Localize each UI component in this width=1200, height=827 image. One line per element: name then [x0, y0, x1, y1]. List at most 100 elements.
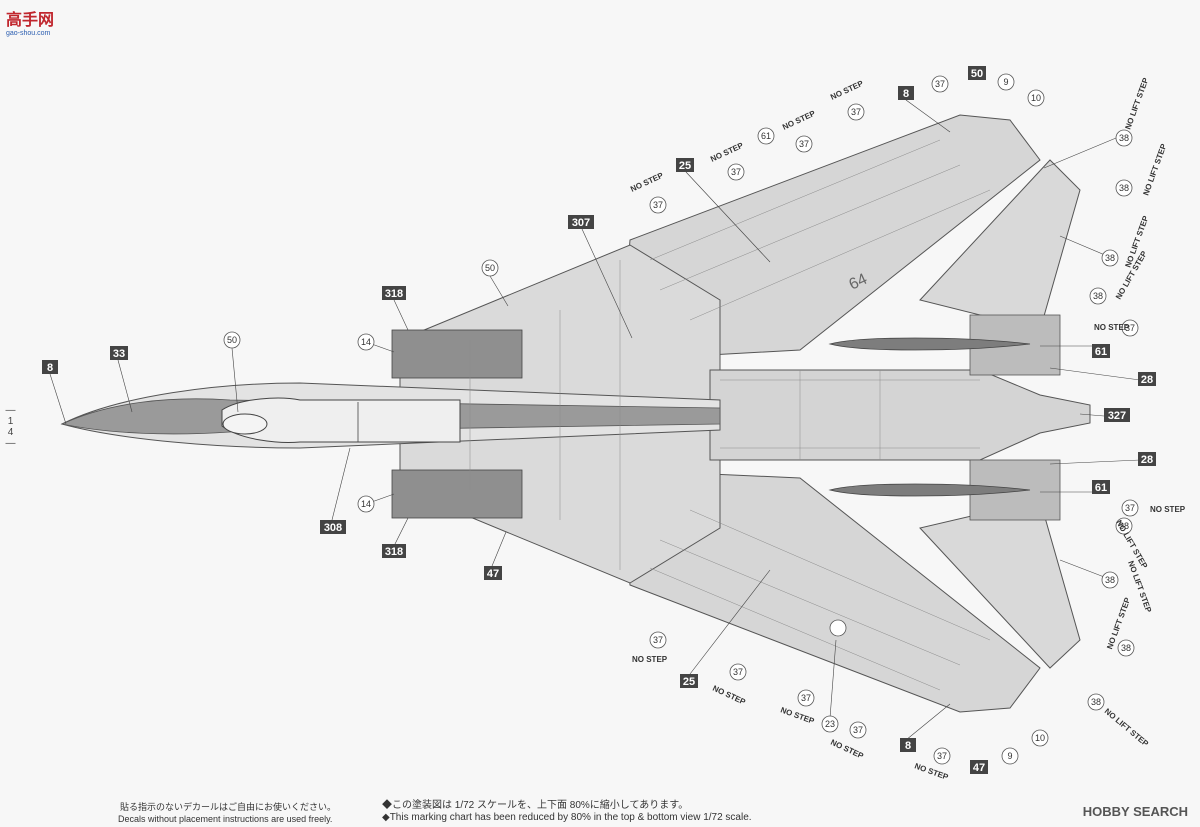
svg-text:61: 61	[1095, 346, 1107, 358]
callout-50: 50	[223, 331, 241, 349]
callout-28: 28	[1138, 372, 1156, 386]
svg-text:14: 14	[361, 499, 371, 509]
callout-37: 37	[849, 721, 867, 739]
svg-text:38: 38	[1105, 575, 1115, 585]
callout-38: 38	[1115, 129, 1133, 147]
svg-text:37: 37	[935, 79, 945, 89]
svg-text:10: 10	[1035, 733, 1045, 743]
svg-text:33: 33	[113, 348, 125, 360]
scale-note-en: ◆This marking chart has been reduced by …	[382, 812, 752, 823]
svg-text:NO LIFT STEP: NO LIFT STEP	[1126, 560, 1153, 615]
svg-text:61: 61	[1095, 482, 1107, 494]
svg-text:307: 307	[572, 217, 590, 229]
scale-note-ja: ◆この塗装図は 1/72 スケールを、上下面 80%に縮小してあります。	[382, 800, 689, 811]
site-url: gao-shou.com	[6, 30, 51, 37]
callout-308: 308	[320, 520, 346, 534]
svg-text:37: 37	[653, 635, 663, 645]
svg-text:37: 37	[853, 725, 863, 735]
callout-38: 38	[1101, 571, 1119, 589]
callout-37: 37	[1121, 319, 1139, 337]
page-number: —14—	[5, 405, 16, 449]
callout-61: 61	[1092, 480, 1110, 494]
svg-text:NO STEP: NO STEP	[629, 171, 665, 194]
svg-text:NO STEP: NO STEP	[709, 141, 745, 164]
callout-37: 37	[1121, 499, 1139, 517]
circled-callouts: 50 50 14 14 37 37 37 37 37 37 37 37 37 3…	[223, 73, 1139, 765]
callout-38: 38	[1115, 179, 1133, 197]
callout-37: 37	[847, 103, 865, 121]
callout-37: 37	[649, 196, 667, 214]
callout-38: 38	[1117, 639, 1135, 657]
svg-text:37: 37	[653, 200, 663, 210]
note-ja: 貼る指示のないデカールはご自由にお使いください。	[120, 802, 337, 812]
callout-38: 38	[1101, 249, 1119, 267]
svg-text:50: 50	[227, 335, 237, 345]
svg-text:NO STEP: NO STEP	[711, 684, 747, 707]
svg-text:NO STEP: NO STEP	[829, 79, 865, 102]
callout-61: 61	[757, 127, 775, 145]
callout-318: 318	[382, 286, 406, 300]
callout-318: 318	[382, 544, 406, 558]
svg-text:NO STEP: NO STEP	[829, 738, 865, 761]
callout-37: 37	[727, 163, 745, 181]
callout-28: 28	[1138, 452, 1156, 466]
callout-61: 61	[1092, 344, 1110, 358]
boxed-callouts: 8 33 318 318 307 25 25 308 47 47 50 8 8 …	[42, 66, 1156, 774]
svg-text:37: 37	[937, 751, 947, 761]
svg-text:25: 25	[679, 160, 691, 172]
svg-text:14: 14	[361, 337, 371, 347]
svg-text:NO STEP: NO STEP	[632, 655, 668, 664]
callout-23: 23	[821, 715, 839, 733]
callout-37: 37	[931, 75, 949, 93]
callout-37: 37	[797, 689, 815, 707]
svg-text:8: 8	[905, 740, 911, 752]
svg-text:318: 318	[385, 288, 403, 300]
brand-logo: HOBBY SEARCH	[1082, 804, 1188, 819]
svg-text:28: 28	[1141, 374, 1153, 386]
site-logo: 高手网 gao-shou.com	[6, 12, 55, 37]
callout-10: 10	[1027, 89, 1045, 107]
svg-text:9: 9	[1007, 751, 1012, 761]
callout-8: 8	[898, 86, 914, 100]
callout-9: 9	[997, 73, 1015, 91]
svg-text:37: 37	[1125, 503, 1135, 513]
svg-text:NO LIFT STEP: NO LIFT STEP	[1123, 76, 1150, 131]
leader-lines	[49, 99, 1141, 741]
aircraft-outline	[60, 114, 1091, 713]
note-en: Decals without placement instructions ar…	[118, 814, 333, 824]
svg-text:9: 9	[1003, 77, 1008, 87]
callout-50: 50	[481, 259, 499, 277]
svg-text:37: 37	[851, 107, 861, 117]
svg-text:327: 327	[1108, 410, 1126, 422]
callout-47: 47	[970, 760, 988, 774]
callout-14: 14	[357, 333, 375, 351]
callout-10: 10	[1031, 729, 1049, 747]
callout-37: 37	[795, 135, 813, 153]
callout-38: 38	[1115, 517, 1133, 535]
svg-text:38: 38	[1093, 291, 1103, 301]
svg-text:NO STEP: NO STEP	[1094, 323, 1130, 332]
callout-37: 37	[729, 663, 747, 681]
svg-text:25: 25	[683, 676, 695, 688]
svg-text:NO LIFT STEP: NO LIFT STEP	[1103, 707, 1151, 749]
callout-38: 38	[1089, 287, 1107, 305]
svg-text:28: 28	[1141, 454, 1153, 466]
svg-text:37: 37	[731, 167, 741, 177]
svg-text:37: 37	[799, 139, 809, 149]
svg-text:NO STEP: NO STEP	[913, 761, 950, 782]
national-insignia-icon	[829, 619, 847, 637]
svg-text:38: 38	[1119, 521, 1129, 531]
callout-307: 307	[568, 215, 594, 229]
svg-text:23: 23	[825, 719, 835, 729]
svg-text:50: 50	[485, 263, 495, 273]
svg-text:61: 61	[761, 131, 771, 141]
svg-text:NO STEP: NO STEP	[779, 705, 816, 726]
callout-327: 327	[1104, 408, 1130, 422]
callout-33: 33	[110, 346, 128, 360]
svg-text:47: 47	[973, 762, 985, 774]
callout-25: 25	[676, 158, 694, 172]
callout-37: 37	[649, 631, 667, 649]
callout-50: 50	[968, 66, 986, 80]
svg-text:8: 8	[903, 88, 909, 100]
svg-text:47: 47	[487, 568, 499, 580]
